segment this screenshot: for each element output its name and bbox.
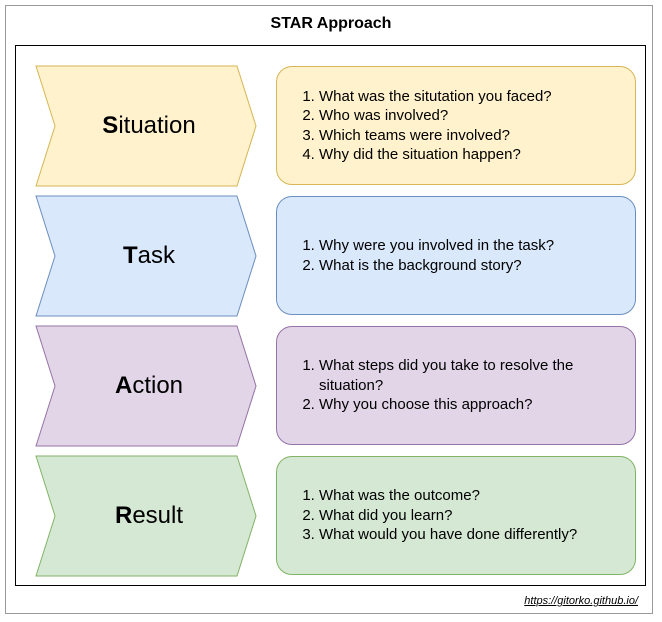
step-initial: S xyxy=(102,112,119,139)
diagram-title: STAR Approach xyxy=(270,15,392,32)
questions-card-task: Why were you involved in the task? What … xyxy=(276,196,636,315)
diagram-container xyxy=(15,45,646,586)
chevron-shape xyxy=(35,455,257,577)
question-item: Why did the situation happen? xyxy=(319,145,552,165)
question-item: What was the outcome? xyxy=(319,486,577,506)
questions-card-action: What steps did you take to resolve the s… xyxy=(276,326,636,445)
chevron-shape xyxy=(35,65,257,187)
questions-list: What was the situtation you faced? Who w… xyxy=(299,87,552,165)
question-item: What did you learn? xyxy=(319,506,577,526)
questions-card-situation: What was the situtation you faced? Who w… xyxy=(276,66,636,185)
question-item: What was the situtation you faced? xyxy=(319,87,552,107)
question-item: What would you have done differently? xyxy=(319,525,577,545)
questions-list: What steps did you take to resolve the s… xyxy=(299,356,619,415)
step-initial: A xyxy=(114,372,133,399)
step-rest: ask xyxy=(137,242,176,269)
step-initial: R xyxy=(114,502,133,529)
step-rest: ituation xyxy=(118,112,196,139)
step-rest: ction xyxy=(132,372,184,399)
question-item: Which teams were involved? xyxy=(319,126,552,146)
chevron-shape xyxy=(35,325,257,447)
question-item: Who was involved? xyxy=(319,106,552,126)
questions-list: What was the outcome? What did you learn… xyxy=(299,486,577,545)
question-item: Why you choose this approach? xyxy=(319,395,619,415)
step-initial: T xyxy=(122,242,138,269)
question-item: Why were you involved in the task? xyxy=(319,236,554,256)
question-item: What is the background story? xyxy=(319,256,554,276)
step-rest: esult xyxy=(132,502,184,529)
question-item: What steps did you take to resolve the s… xyxy=(319,356,619,395)
questions-card-result: What was the outcome? What did you learn… xyxy=(276,456,636,575)
chevron-shape xyxy=(35,195,257,317)
questions-list: Why were you involved in the task? What … xyxy=(299,236,554,275)
source-link[interactable]: https://gitorko.github.io/ xyxy=(524,595,638,607)
